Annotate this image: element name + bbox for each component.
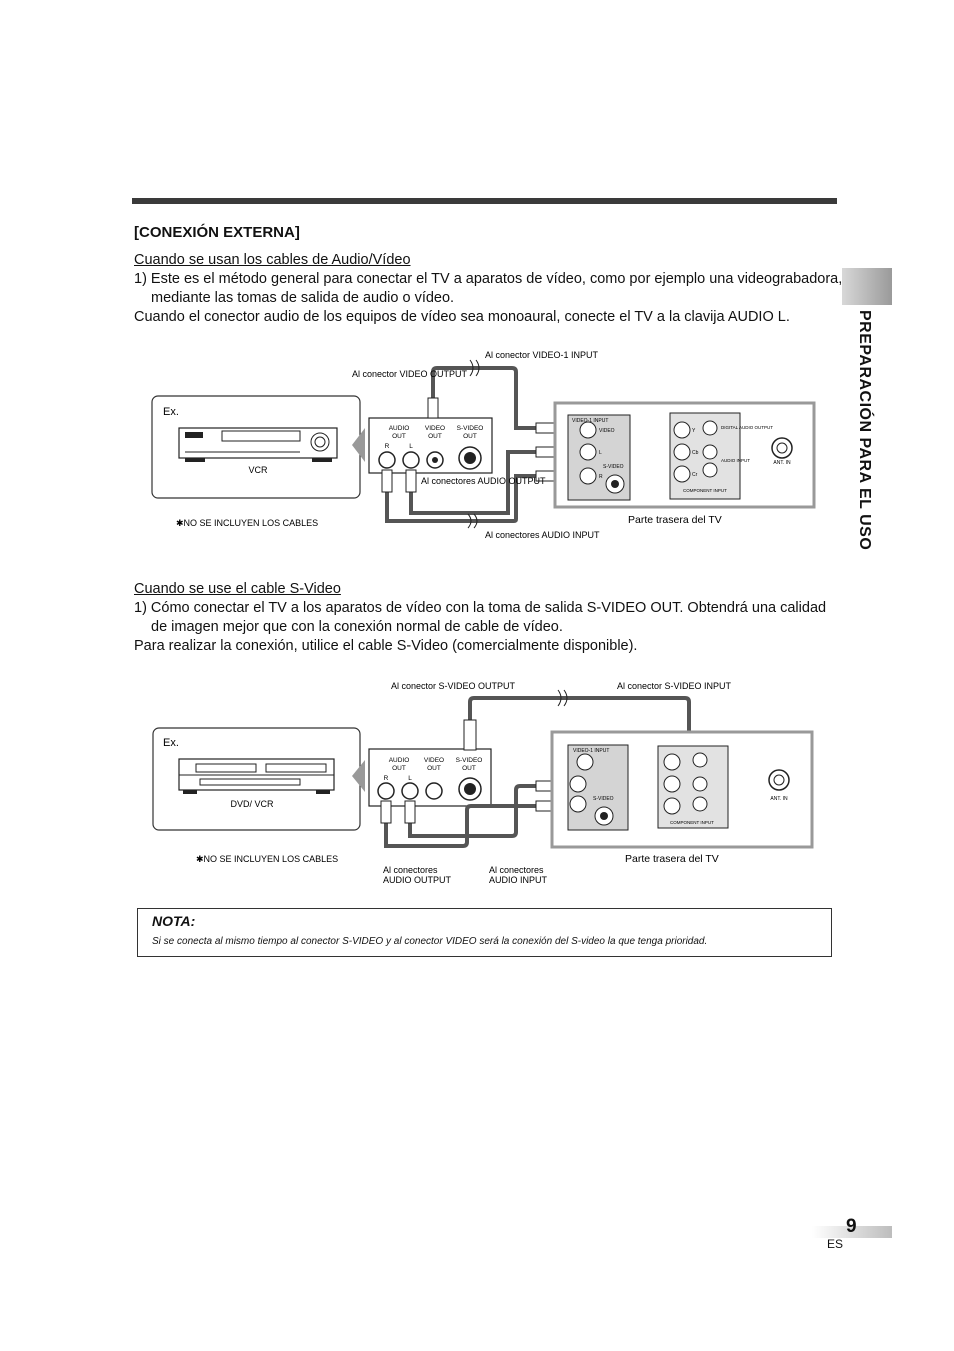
svg-text:VIDEO: VIDEO — [425, 425, 445, 432]
svg-text:S-VIDEO: S-VIDEO — [603, 464, 624, 470]
page-number-bar — [812, 1226, 892, 1238]
svg-text:Al conector VIDEO-1 INPUT: Al conector VIDEO-1 INPUT — [485, 350, 599, 360]
svg-text:S-VIDEO: S-VIDEO — [457, 425, 484, 432]
svg-text:✱NO SE INCLUYEN LOS CABLES: ✱NO SE INCLUYEN LOS CABLES — [196, 854, 338, 864]
svg-text:COMPONENT INPUT: COMPONENT INPUT — [670, 820, 714, 825]
svg-text:Al conector VIDEO OUTPUT: Al conector VIDEO OUTPUT — [352, 369, 468, 379]
sub2-line3: Para realizar la conexión, utilice el ca… — [134, 638, 638, 654]
svg-text:Al conectores: Al conectores — [383, 865, 438, 875]
note-title: NOTA: — [152, 913, 196, 929]
svg-text:Al conector S-VIDEO INPUT: Al conector S-VIDEO INPUT — [617, 681, 732, 691]
svg-text:AUDIO: AUDIO — [389, 425, 410, 432]
svg-text:Ex.: Ex. — [163, 737, 179, 749]
svg-text:OUT: OUT — [462, 765, 476, 772]
svg-text:R: R — [385, 443, 390, 450]
svg-text:R: R — [384, 775, 389, 782]
svg-text:DVD/ VCR: DVD/ VCR — [230, 799, 274, 809]
sub2-line2: de imagen mejor que con la conexión norm… — [151, 619, 563, 635]
svg-text:DIGITAL AUDIO OUTPUT: DIGITAL AUDIO OUTPUT — [721, 425, 773, 430]
svg-text:AUDIO: AUDIO — [389, 757, 410, 764]
svg-text:OUT: OUT — [463, 433, 477, 440]
svg-text:VIDEO: VIDEO — [424, 757, 444, 764]
svg-text:L: L — [409, 443, 413, 450]
svg-text:Cb: Cb — [692, 450, 699, 456]
svg-text:Al conectores: Al conectores — [489, 865, 544, 875]
sub1-line1: 1) Este es el método general para conect… — [134, 271, 843, 287]
svg-text:S-VIDEO: S-VIDEO — [593, 796, 614, 802]
pointer-arrow — [352, 428, 365, 462]
svg-text:S-VIDEO: S-VIDEO — [456, 757, 483, 764]
section-title: [CONEXIÓN EXTERNA] — [134, 224, 300, 241]
ex-label: Ex. — [163, 406, 179, 418]
svg-text:VIDEO-1 INPUT: VIDEO-1 INPUT — [573, 748, 609, 754]
device-label: VCR — [248, 465, 268, 475]
diagram-av-connection: Ex. VCR AUDIO OUT VIDEO OUT S-VIDEO OUT … — [151, 350, 816, 540]
svg-text:L: L — [408, 775, 412, 782]
svg-text:R: R — [599, 474, 603, 480]
sub1-line3: Cuando el conector audio de los equipos … — [134, 309, 790, 325]
svg-text:Al conectores AUDIO INPUT: Al conectores AUDIO INPUT — [485, 530, 600, 540]
top-rule — [132, 198, 837, 204]
page-number: 9 — [846, 1216, 857, 1237]
svg-text:Parte trasera del TV: Parte trasera del TV — [628, 514, 722, 526]
svg-text:VIDEO: VIDEO — [599, 428, 615, 434]
note-box — [137, 908, 832, 957]
svg-text:L: L — [599, 450, 602, 456]
side-tab-marker — [842, 268, 892, 305]
svg-text:ANT. IN: ANT. IN — [770, 796, 788, 802]
svg-text:OUT: OUT — [428, 433, 442, 440]
svg-text:Al conector S-VIDEO OUTPUT: Al conector S-VIDEO OUTPUT — [391, 681, 516, 691]
svg-text:ANT. IN: ANT. IN — [773, 460, 791, 466]
sub1-heading: Cuando se usan los cables de Audio/Vídeo — [134, 252, 411, 268]
sub1-line2: mediante las tomas de salida de audio o … — [151, 290, 455, 306]
page-language: ES — [827, 1237, 844, 1251]
svg-text:Cr: Cr — [692, 472, 698, 478]
svg-text:AUDIO INPUT: AUDIO INPUT — [721, 458, 750, 463]
svg-text:OUT: OUT — [392, 765, 406, 772]
sub2-line1: 1) Cómo conectar el TV a los aparatos de… — [134, 600, 827, 616]
diagram-svideo-connection: Ex. DVD/ VCR AUDIO OUT VIDEO OUT S-VIDEO… — [152, 681, 814, 885]
svg-text:Y: Y — [692, 428, 696, 434]
svg-text:AUDIO INPUT: AUDIO INPUT — [489, 875, 548, 885]
svg-text:✱NO SE INCLUYEN LOS CABLES: ✱NO SE INCLUYEN LOS CABLES — [176, 518, 318, 528]
svg-text:Al conectores AUDIO OUTPUT: Al conectores AUDIO OUTPUT — [421, 476, 546, 486]
svg-text:AUDIO OUTPUT: AUDIO OUTPUT — [383, 875, 452, 885]
svg-text:OUT: OUT — [427, 765, 441, 772]
svg-text:VIDEO-1 INPUT: VIDEO-1 INPUT — [572, 418, 608, 424]
sub2-heading: Cuando se use el cable S-Video — [134, 581, 341, 597]
svg-text:Parte trasera del TV: Parte trasera del TV — [625, 853, 719, 865]
svg-text:OUT: OUT — [392, 433, 406, 440]
svg-text:COMPONENT INPUT: COMPONENT INPUT — [683, 488, 727, 493]
note-text: Si se conecta al mismo tiempo al conecto… — [152, 936, 708, 947]
